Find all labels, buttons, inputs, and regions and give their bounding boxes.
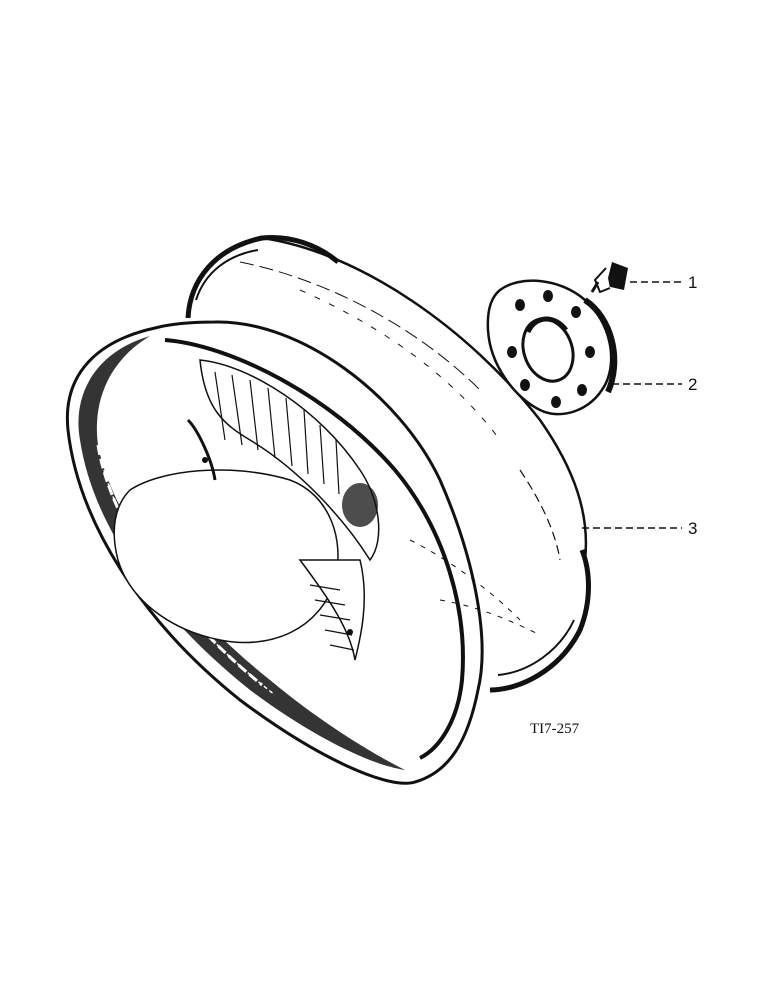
wheel-rim-back-flange <box>185 234 340 319</box>
bolt <box>590 262 628 294</box>
wheel-rim <box>65 234 591 785</box>
spacer-plate-bolt-holes <box>507 290 595 408</box>
wheel-rim-cavity <box>113 469 339 644</box>
callout-number-3: 3 <box>688 519 697 538</box>
figure-reference: TI7-257 <box>530 721 580 737</box>
callout-number-2: 2 <box>688 375 697 394</box>
callout-number-1: 1 <box>688 273 697 292</box>
wheel-rim-back-bead <box>489 549 591 693</box>
leader-lines <box>582 281 682 529</box>
spacer-plate <box>486 279 618 416</box>
wheel-rim-center-disc <box>186 359 380 661</box>
